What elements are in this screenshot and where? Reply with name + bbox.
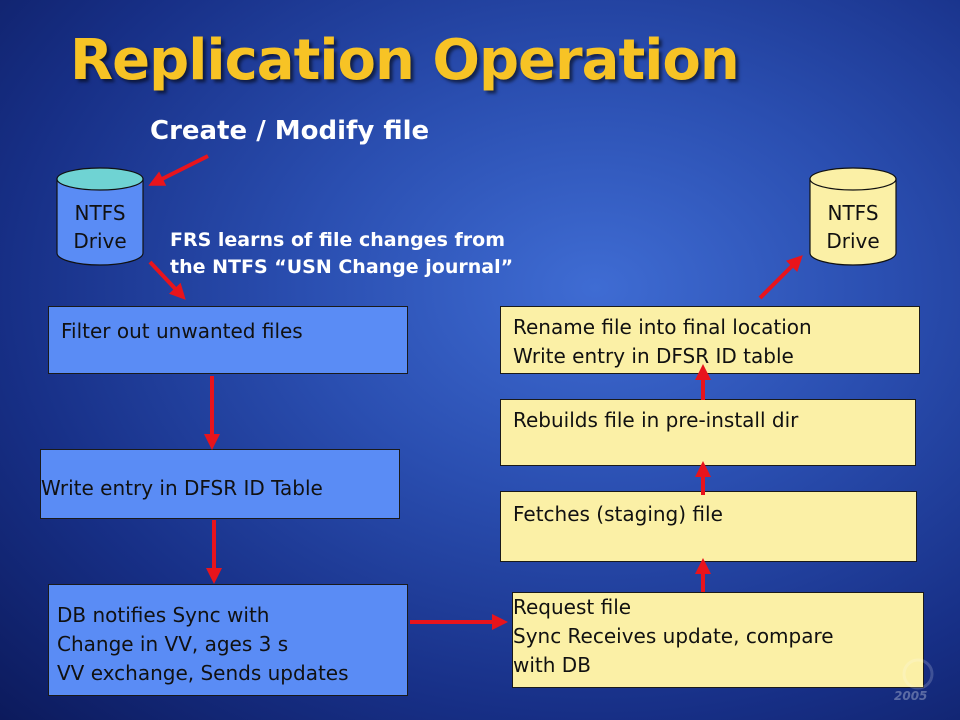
cylinder-icon xyxy=(809,167,897,266)
logo-year: 2005 xyxy=(894,689,927,702)
arrow-subtitle-to-drive xyxy=(148,154,209,186)
drive-right-label-1: NTFS xyxy=(827,201,879,225)
note-line-2: the NTFS “USN Change journal” xyxy=(170,256,514,278)
step-text-line-1: Rename file into final location xyxy=(513,315,812,339)
ntfs-drive-right: NTFS Drive xyxy=(809,167,897,266)
step-text-line-1: Request file xyxy=(513,595,632,619)
step-write-dfsr-id-entry: Write entry in DFSR ID Table xyxy=(40,449,400,519)
slide-title: Replication Operation xyxy=(70,28,740,93)
step-text-line-1: DB notifies Sync with xyxy=(57,603,270,627)
drive-left-label-1: NTFS xyxy=(74,201,126,225)
step-filter-unwanted-files: Filter out unwanted files xyxy=(48,306,408,374)
step-text: Write entry in DFSR ID Table xyxy=(41,476,323,500)
step-text: Fetches (staging) file xyxy=(513,502,723,526)
step-text-line-3: VV exchange, Sends updates xyxy=(57,661,349,685)
drive-left-label-2: Drive xyxy=(73,229,127,253)
step-text-line-2: Sync Receives update, compare xyxy=(513,624,834,648)
create-modify-label: Create / Modify file xyxy=(150,116,430,146)
step-text-line-3: with DB xyxy=(513,653,591,677)
step-text: Rebuilds file in pre-install dir xyxy=(513,408,799,432)
step-db-notifies-sync: DB notifies Sync with Change in VV, ages… xyxy=(48,584,408,696)
windows-logo-icon: 2005 xyxy=(894,658,934,702)
step-text-line-2: Change in VV, ages 3 s xyxy=(57,632,289,656)
note-line-1: FRS learns of file changes from xyxy=(170,229,506,251)
step-request-file: Request file Sync Receives update, compa… xyxy=(512,592,924,688)
step-fetch-staging-file: Fetches (staging) file xyxy=(500,491,917,562)
usn-journal-note: FRS learns of file changes from the NTFS… xyxy=(170,227,513,281)
step-text-line-2: Write entry in DFSR ID table xyxy=(513,344,794,368)
ntfs-drive-left: NTFS Drive xyxy=(56,167,144,266)
arrow-rename-to-drive xyxy=(758,255,803,300)
drive-right-label-2: Drive xyxy=(826,229,880,253)
step-text: Filter out unwanted files xyxy=(61,319,303,343)
step-rename-final-location: Rename file into final location Write en… xyxy=(500,306,920,374)
arrow-drive-to-filter xyxy=(148,260,186,300)
step-rebuild-preinstall: Rebuilds file in pre-install dir xyxy=(500,399,916,466)
cylinder-icon xyxy=(56,167,144,266)
